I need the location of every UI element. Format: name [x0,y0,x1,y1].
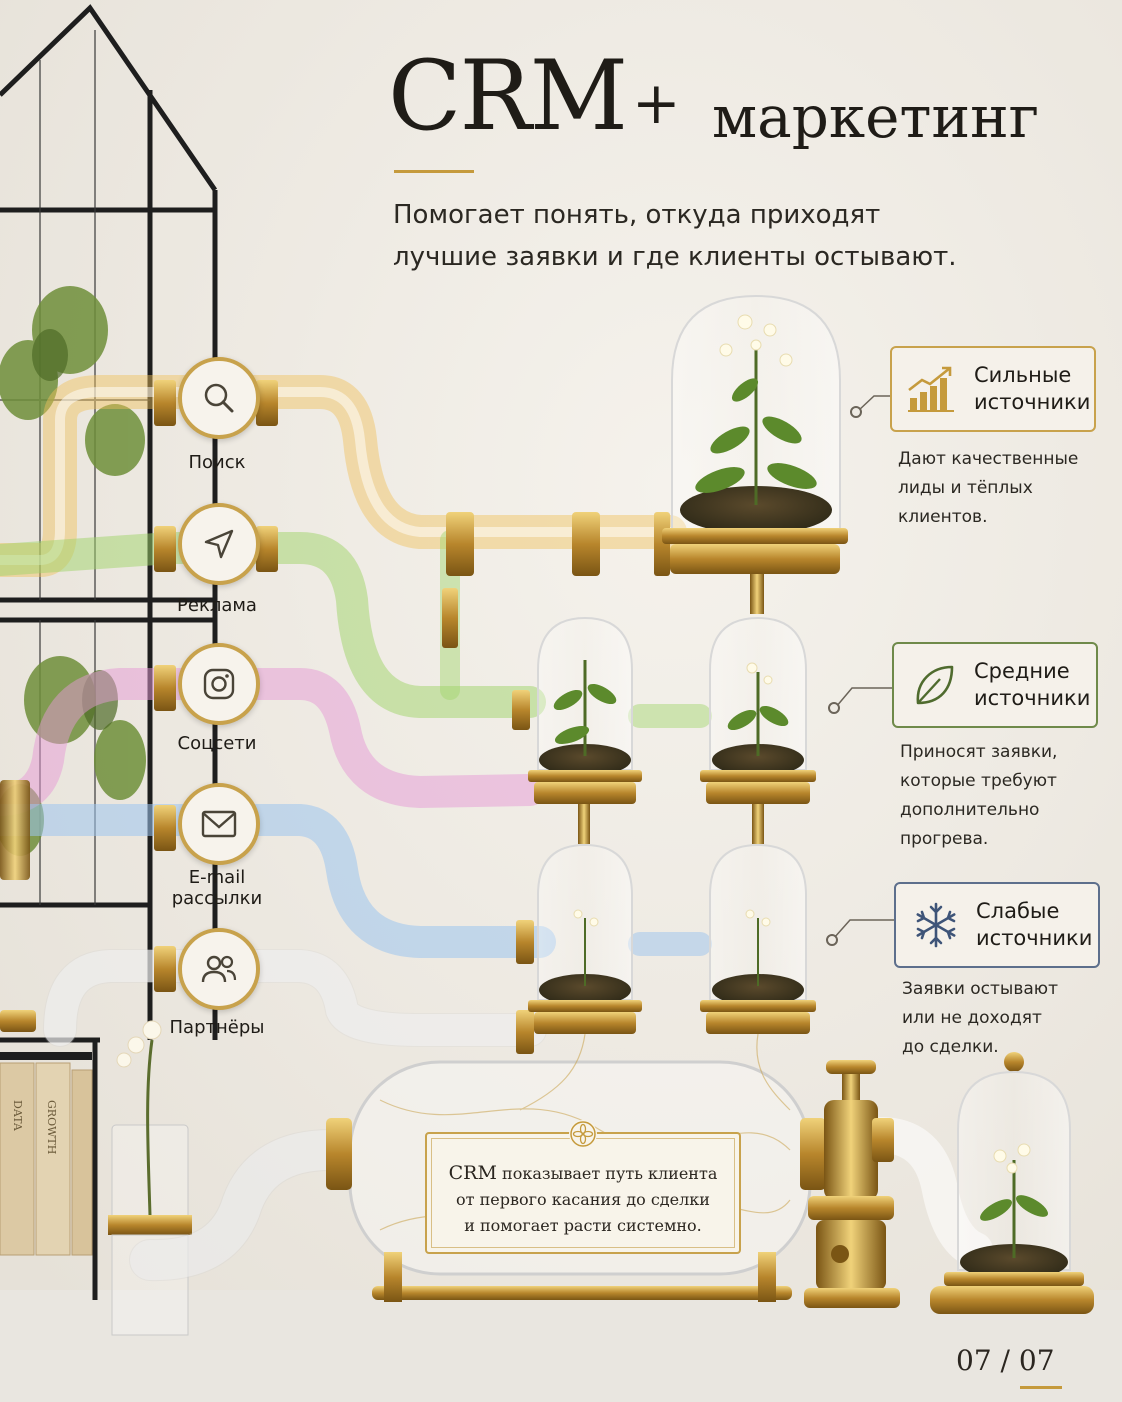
channel-label-search: Поиск [188,452,246,473]
mail-icon [201,810,237,838]
page-separator: / [1000,1344,1010,1377]
tier-medium-desc-line-1: Приносят заявки, [900,742,1058,762]
channel-partners [178,928,260,1010]
growth-chart-icon [908,366,954,412]
crm-plaque: CRM показывает путь клиента от первого к… [425,1120,741,1254]
medium-source-domes [528,616,816,844]
tier-medium-desc-line-3: дополнительно [900,800,1040,820]
tier-medium-desc-line-2: которые требуют [900,771,1057,791]
page-underline [1020,1386,1062,1389]
medium-connector-dot [828,702,840,714]
book-data-label: DATA [11,1100,24,1132]
strong-connector-dot [850,406,862,418]
tier-strong-title: Сильные источники [974,362,1090,416]
book-growth-label: GROWTH [45,1100,58,1154]
navigation-icon [204,529,234,559]
weak-connector-dot [826,934,838,946]
crm-note-line-2: от первого касания до сделки [456,1190,710,1209]
channel-label-email: E-mail рассылки [171,867,263,909]
flower-emblem-icon [569,1120,597,1148]
tier-strong-title-line-2: источники [974,390,1091,414]
tier-weak-desc-line-1: Заявки остывают [902,979,1059,999]
tier-strong-title-line-1: Сильные [974,363,1072,387]
tier-medium-description: Приносят заявки, которые требуют дополни… [900,738,1090,854]
tier-strong: Сильные источники [890,346,1096,432]
tier-medium: Средние источники [892,642,1098,728]
weak-source-domes [528,843,816,1034]
search-icon [204,383,234,413]
channel-ads [178,503,260,585]
page-total: 07 [1018,1344,1055,1377]
tier-weak-title: Слабые источники [976,898,1092,952]
channel-social [178,643,260,725]
tier-strong-desc-line-1: Дают качественные [898,449,1079,469]
subtitle: Помогает понять, откуда приходят лучшие … [393,194,1013,278]
page-current: 07 [956,1344,992,1377]
instagram-icon [203,668,235,700]
tier-medium-title: Средние источники [974,658,1090,712]
title-marketing: маркетинг [712,83,1040,151]
tier-weak-description: Заявки остывают или не доходят до сделки… [902,975,1092,1062]
channel-label-ads: Реклама [177,595,257,616]
strong-source-dome [662,294,848,614]
page-indicator: 07 / 07 [956,1344,1055,1377]
tier-medium-title-line-1: Средние [974,659,1070,683]
subtitle-line-1: Помогает понять, откуда приходят [393,200,881,230]
tier-weak: Слабые источники [894,882,1100,968]
title-crm: CRM [388,40,628,152]
crm-note-line-3: и помогает расти системно. [464,1216,702,1235]
channel-label-social: Соцсети [177,733,257,754]
leaf-icon [916,665,954,705]
tier-weak-title-line-1: Слабые [976,899,1060,923]
tier-weak-title-line-2: источники [976,926,1093,950]
crm-note-lead: CRM [448,1162,497,1184]
crm-note-line-1: показывает путь клиента [496,1164,718,1183]
snowflake-icon [916,902,956,948]
channel-email [178,783,260,865]
channel-search [178,357,260,439]
subtitle-line-2: лучшие заявки и где клиенты остывают. [393,242,957,272]
tier-medium-desc-line-4: прогрева. [900,829,989,849]
crm-note: CRM показывает путь клиента от первого к… [427,1160,739,1239]
tier-weak-desc-line-3: до сделки. [902,1037,999,1057]
tier-weak-desc-line-2: или не доходят [902,1008,1042,1028]
small-right-dome [930,1052,1094,1314]
channel-label-partners: Партнёры [169,1017,265,1038]
title-plus: + [632,69,681,137]
users-icon [201,955,237,983]
tier-medium-title-line-2: источники [974,686,1091,710]
tier-strong-desc-line-3: клиентов. [898,507,988,527]
tier-strong-desc-line-2: лиды и тёплых [898,478,1033,498]
tier-strong-description: Дают качественные лиды и тёплых клиентов… [898,445,1088,532]
title-underline [394,170,474,173]
valve-pump [804,1060,900,1308]
